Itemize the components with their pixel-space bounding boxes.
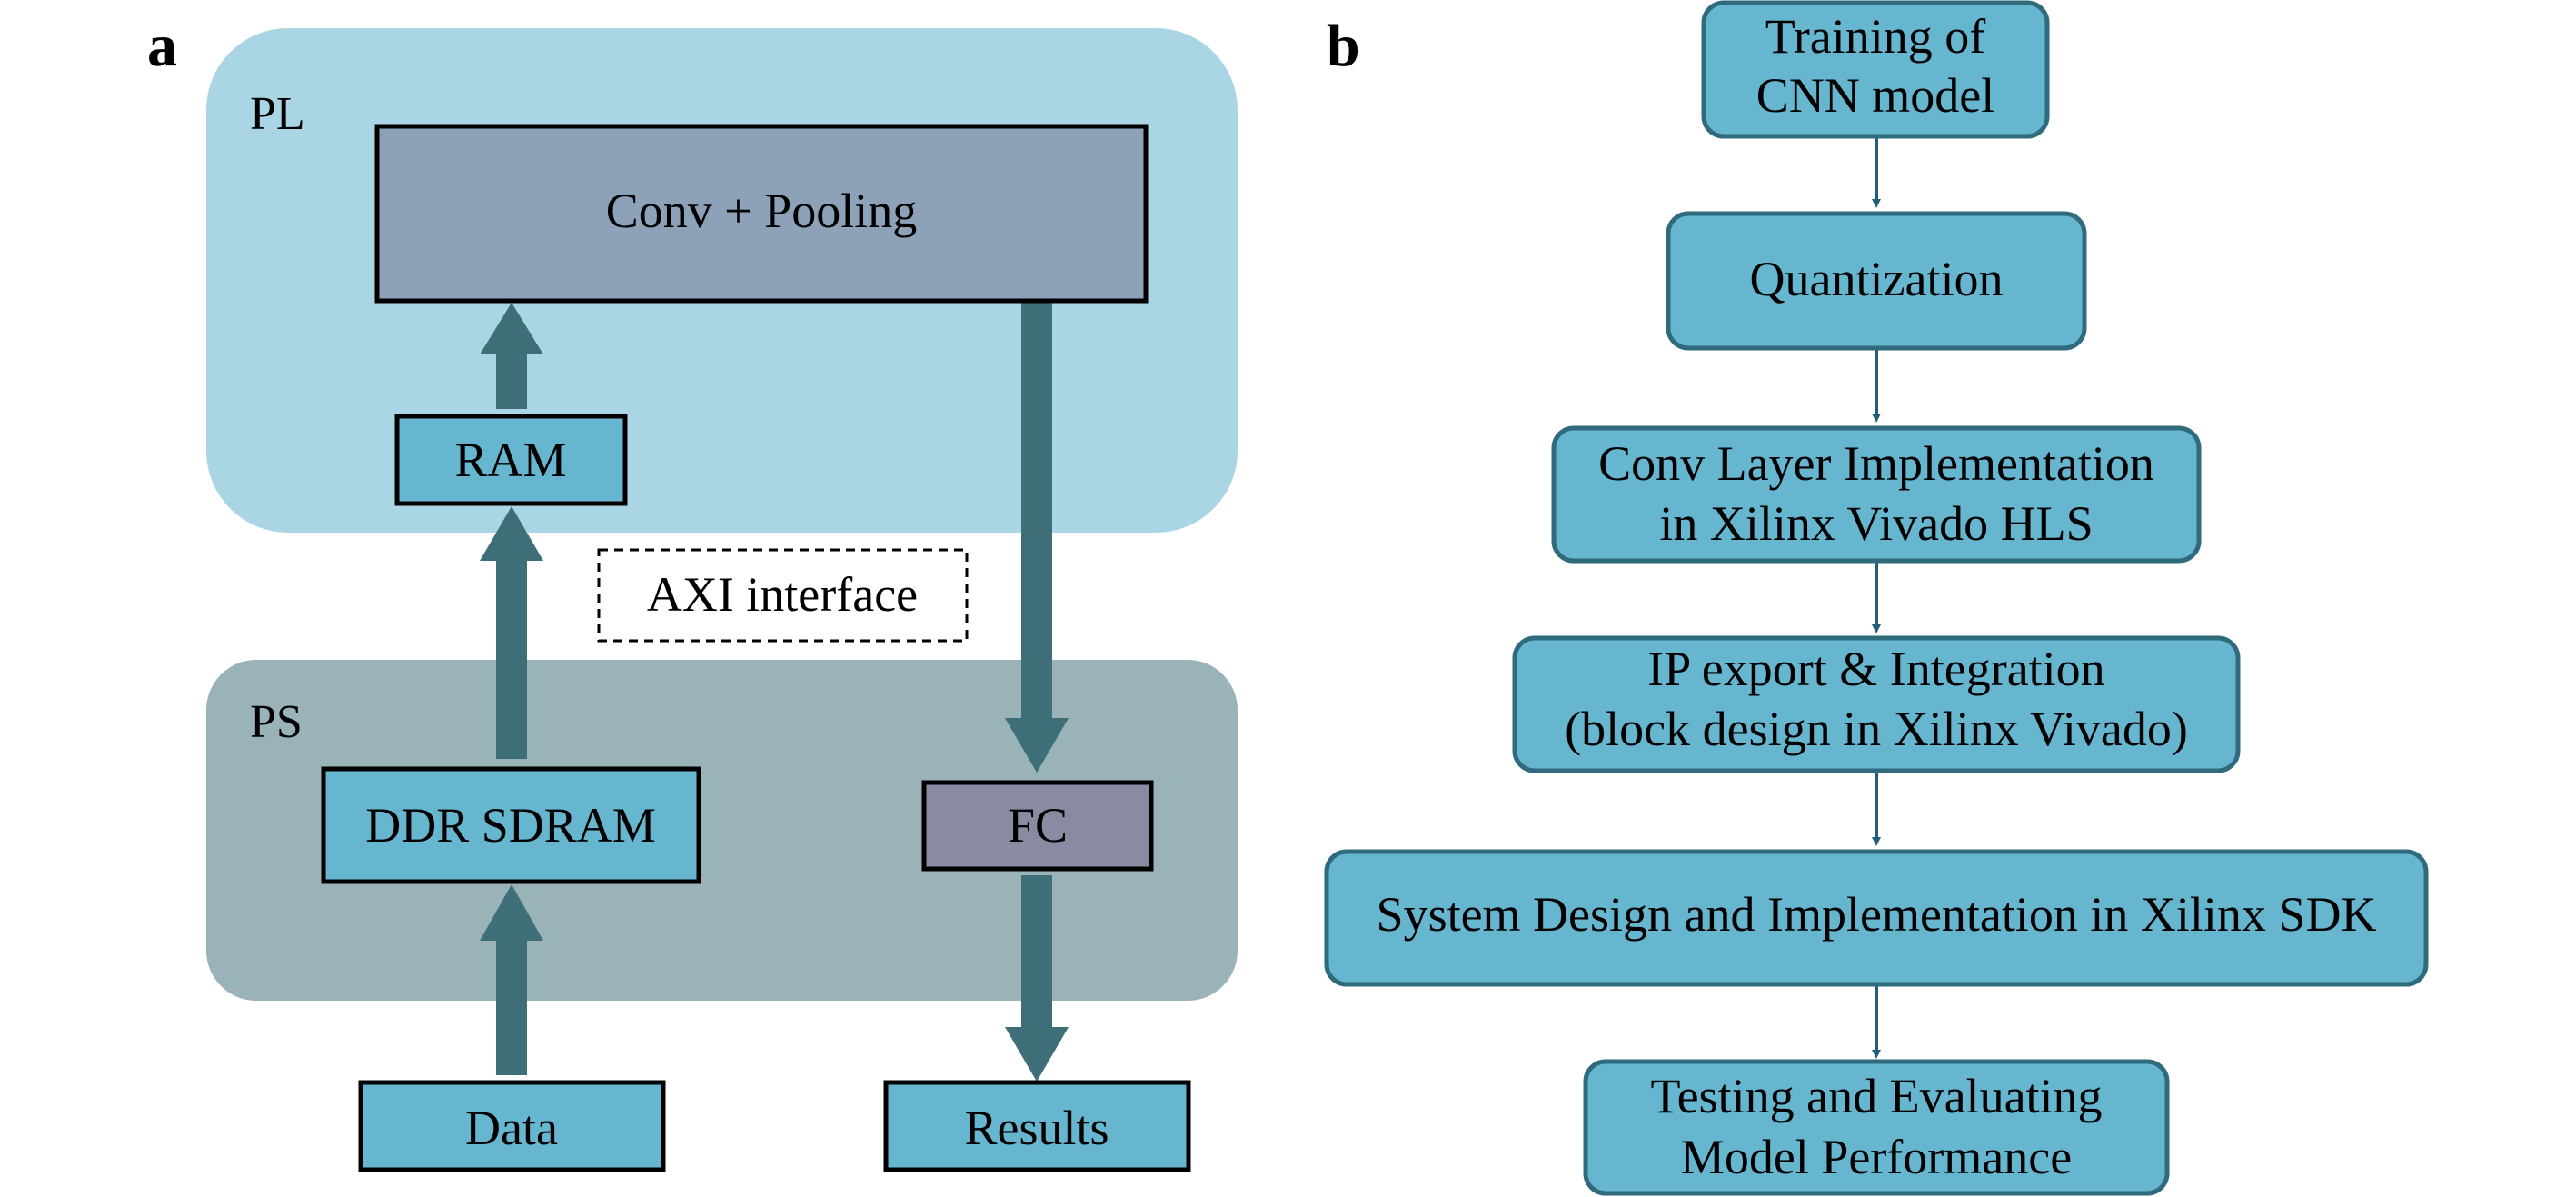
arrow-ddr-to-ram-shaft bbox=[496, 561, 527, 759]
flow-step-quantization-line-1: Quantization bbox=[1750, 252, 2004, 306]
flow-step-testing-line-1: Testing and Evaluating bbox=[1650, 1069, 2102, 1123]
arrow-fc-to-results-shaft bbox=[1021, 875, 1052, 1030]
flow-step-ip-export-line-1: IP export & Integration bbox=[1647, 642, 2104, 696]
results-label: Results bbox=[964, 1101, 1109, 1155]
arrow-ddr-to-ram-head bbox=[480, 506, 543, 561]
flow-step-conv-layer-line-2: in Xilinx Vivado HLS bbox=[1659, 496, 2093, 551]
axi-interface-box: AXI interface bbox=[597, 548, 969, 643]
panel-a-letter: a bbox=[147, 13, 177, 79]
flow-step-conv-layer-line-1: Conv Layer Implementation bbox=[1598, 436, 2154, 491]
arrow-conv-to-fc-shaft bbox=[1021, 300, 1052, 718]
pl-region-label: PL bbox=[250, 88, 305, 140]
flow-step-training-line-2: CNN model bbox=[1756, 68, 1995, 123]
arrow-data-to-ddr-head bbox=[480, 884, 543, 941]
arrow-ram-to-conv-shaft bbox=[496, 354, 527, 409]
flow-step-testing: Testing and Evaluating Model Performance bbox=[1583, 1059, 2170, 1196]
flow-step-system-design: System Design and Implementation in Xili… bbox=[1324, 849, 2429, 987]
ps-region-label: PS bbox=[250, 696, 303, 748]
flow-step-quantization: Quantization bbox=[1666, 211, 2087, 351]
data-label: Data bbox=[465, 1101, 558, 1155]
ddr-sdram-box: DDR SDRAM bbox=[321, 766, 701, 884]
panel-b-letter: b bbox=[1327, 13, 1360, 79]
arrow-ram-to-conv-head bbox=[480, 303, 543, 354]
ps-region bbox=[206, 660, 1238, 1001]
conv-pooling-label: Conv + Pooling bbox=[606, 184, 918, 238]
data-box: Data bbox=[358, 1080, 666, 1172]
arrow-conv-to-fc-head bbox=[1005, 718, 1069, 773]
fc-box: FC bbox=[921, 780, 1154, 872]
flow-step-conv-layer: Conv Layer Implementation in Xilinx Viva… bbox=[1551, 425, 2202, 564]
arrow-fc-to-results-head bbox=[1005, 1027, 1069, 1082]
ddr-sdram-label: DDR SDRAM bbox=[365, 798, 656, 853]
flow-step-training: Training of CNN model bbox=[1701, 0, 2050, 139]
flow-step-ip-export-line-2: (block design in Xilinx Vivado) bbox=[1565, 702, 2188, 756]
axi-interface-label: AXI interface bbox=[647, 567, 918, 622]
ram-label: RAM bbox=[454, 433, 566, 487]
results-box: Results bbox=[883, 1080, 1191, 1172]
conv-pooling-box: Conv + Pooling bbox=[374, 124, 1149, 304]
flow-step-ip-export: IP export & Integration (block design in… bbox=[1512, 635, 2241, 773]
flow-step-system-design-line-1: System Design and Implementation in Xili… bbox=[1377, 887, 2377, 942]
ram-box: RAM bbox=[394, 414, 628, 506]
panel-a-arrows bbox=[480, 300, 1069, 1082]
flow-step-training-line-1: Training of bbox=[1765, 9, 1986, 64]
flow-step-testing-line-2: Model Performance bbox=[1681, 1130, 2072, 1184]
arrow-data-to-ddr-shaft bbox=[496, 941, 527, 1075]
fc-label: FC bbox=[1008, 798, 1068, 853]
